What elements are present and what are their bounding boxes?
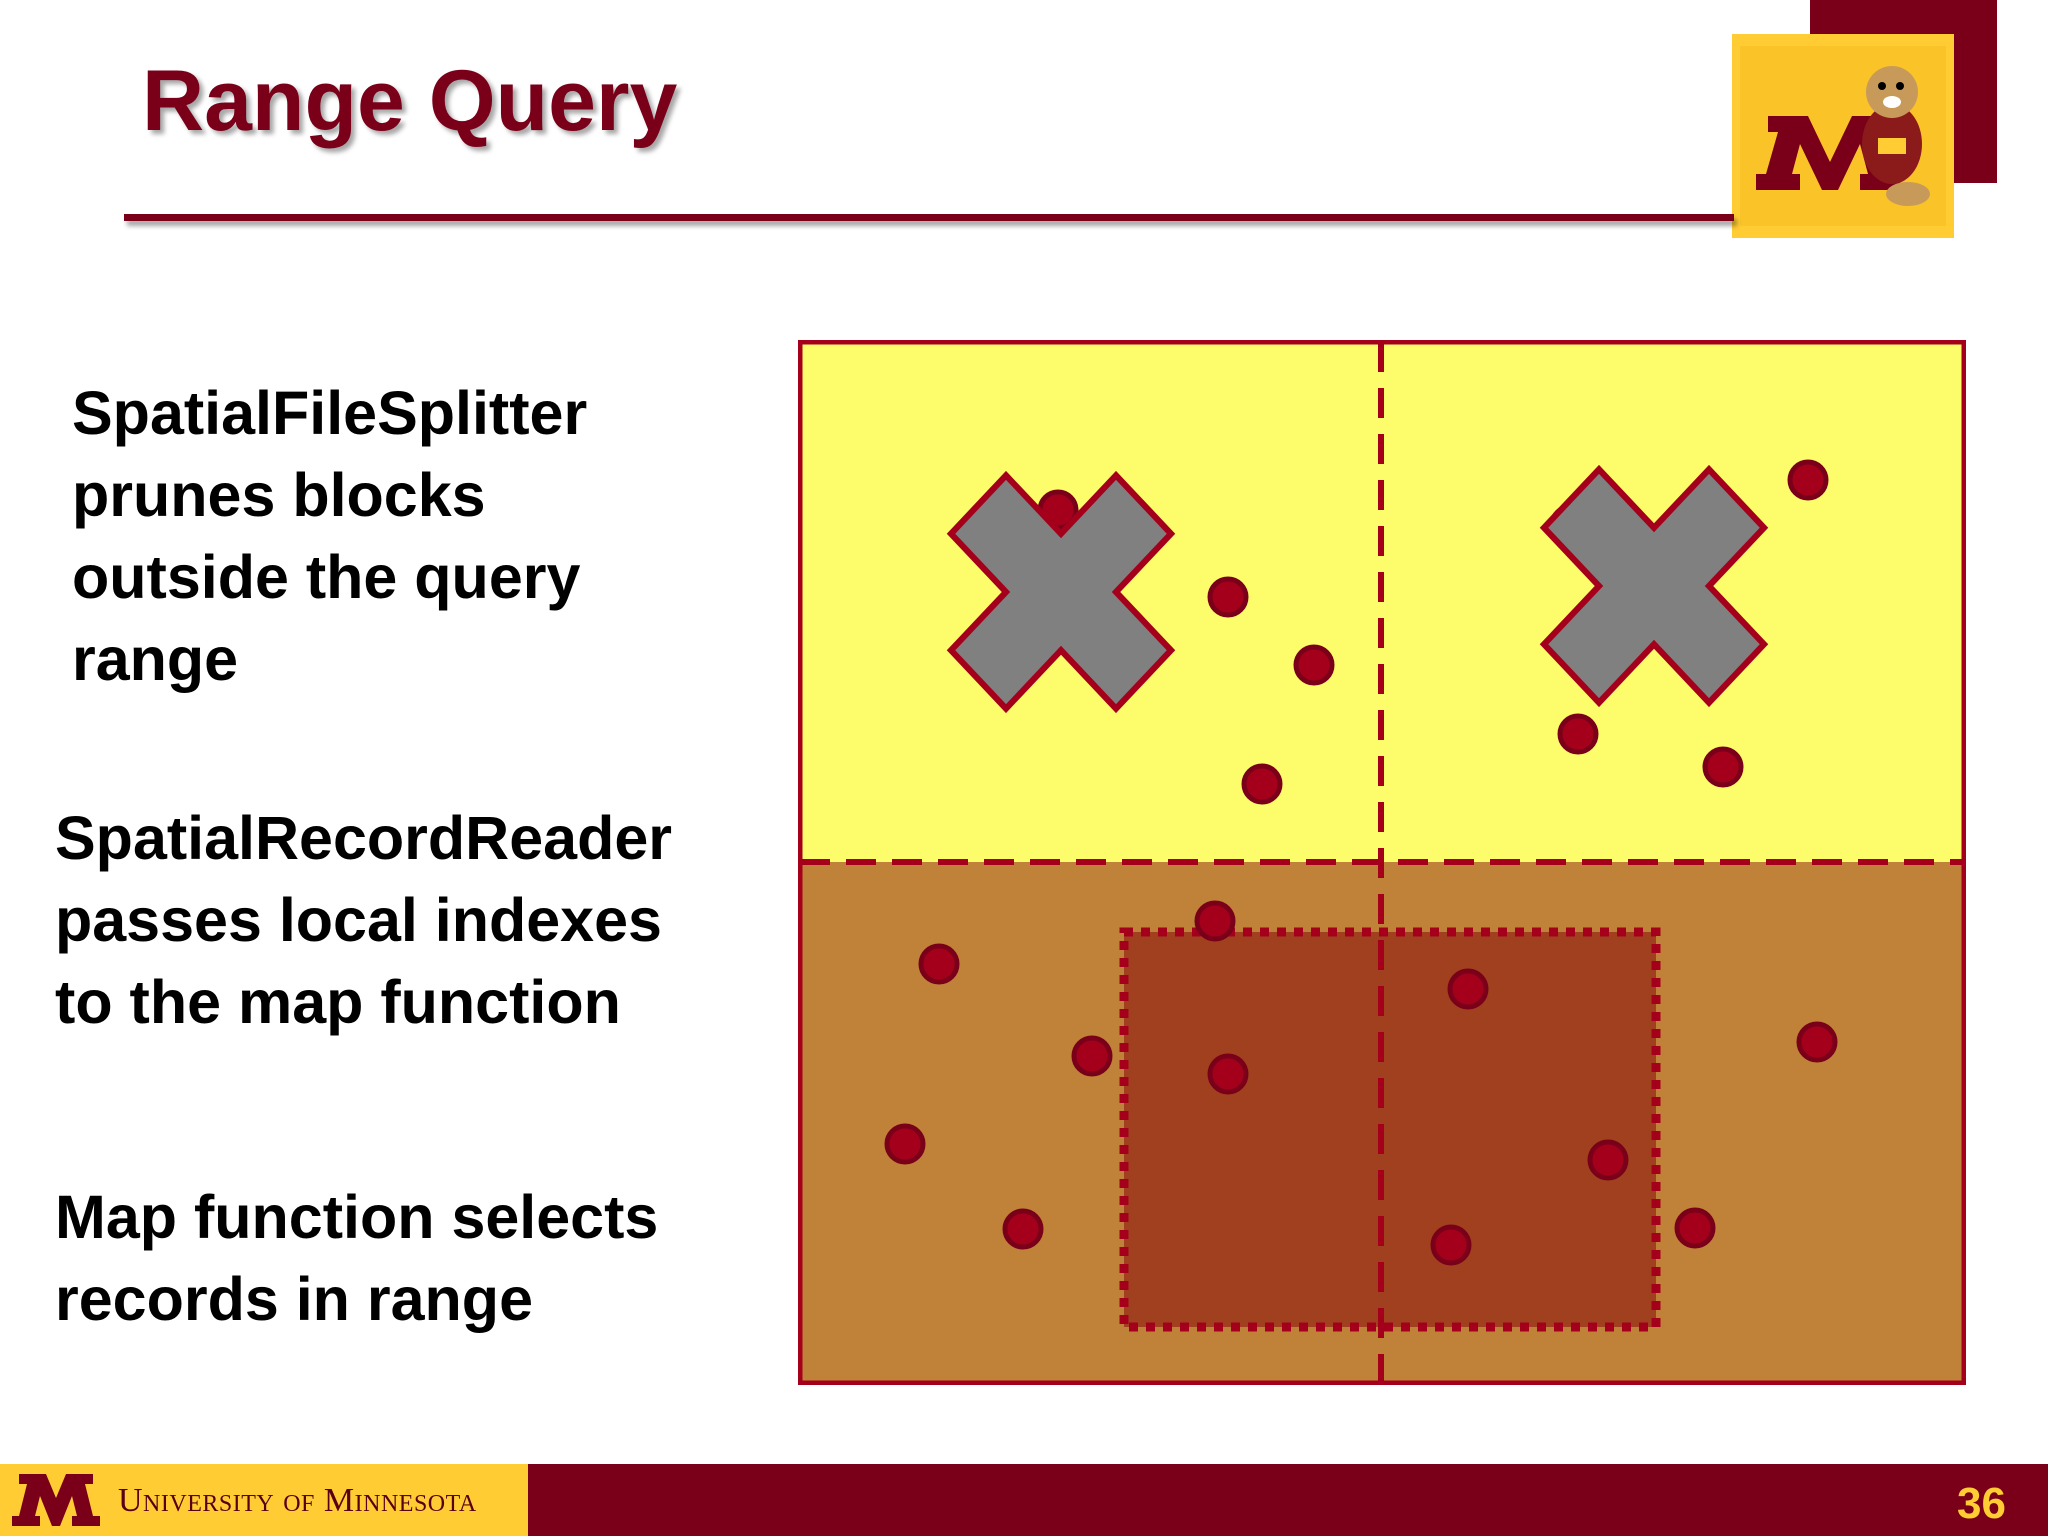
record-point [1430,1224,1472,1266]
page-number: 36 [1957,1479,2006,1528]
x-mark-icon [1539,464,1769,708]
record-point [884,1123,926,1165]
bullet-line: passes local indexes [55,886,662,954]
record-point [1293,644,1335,686]
bullet-line: SpatialRecordReader [55,804,672,872]
mascot-logo-icon [1740,46,1946,226]
footer-bar: University of Minnesota 36 [0,1464,2048,1536]
bullet-line: to the map function [55,968,621,1036]
footer-university-name: University of Minnesota [118,1482,477,1519]
record-point [1702,746,1744,788]
record-point [1587,1139,1629,1181]
slide-title: Range Query [142,53,678,149]
query-range-outline [1119,927,1661,1332]
footer-brand: University of Minnesota [0,1464,528,1536]
record-point [1557,713,1599,755]
record-point [1207,1053,1249,1095]
record-point [1674,1207,1716,1249]
record-point [1071,1035,1113,1077]
goldy-gopher-logo [1732,34,1954,238]
bullet-line: prunes blocks [72,461,486,529]
record-point [1207,576,1249,618]
bullet-spatial-file-splitter: SpatialFileSplitter prunes blocks outsid… [72,372,587,700]
record-point [1241,763,1283,805]
record-point [918,943,960,985]
block-m-logo [12,1474,100,1526]
record-point [1447,968,1489,1010]
bullet-line: SpatialFileSplitter [72,379,588,447]
bullet-line: Map function selects [55,1183,659,1251]
record-point [1194,900,1236,942]
bullet-line: range [72,625,239,693]
x-mark-icon [946,470,1176,714]
bullet-map-function: Map function selects records in range [55,1176,658,1340]
record-point [1796,1021,1838,1063]
title-underline [124,214,1734,221]
dataset-border [798,340,1966,1385]
record-point [1002,1208,1044,1250]
bullet-spatial-record-reader: SpatialRecordReader passes local indexes… [55,797,672,1043]
query-range [1124,932,1656,1327]
bullet-line: records in range [55,1265,533,1333]
range-query-diagram [798,340,1966,1385]
record-point [1787,459,1829,501]
bullet-line: outside the query [72,543,581,611]
